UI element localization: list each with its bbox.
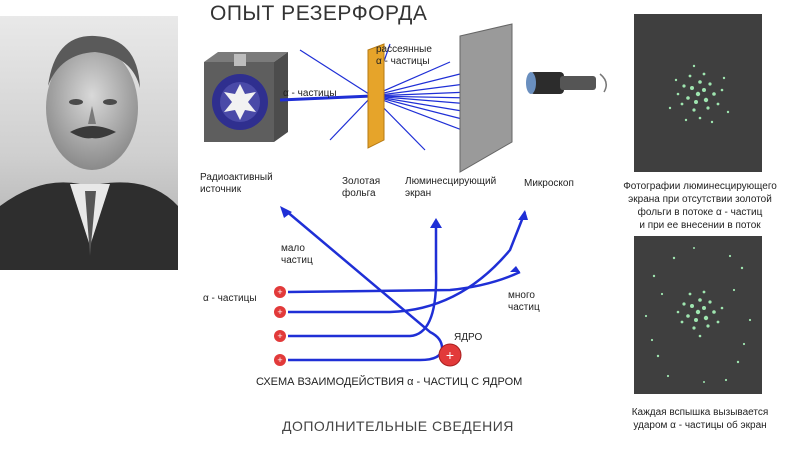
many-particles-label-line1: много [508, 290, 535, 301]
few-particles-label-line1: мало [281, 243, 305, 254]
additional-info-heading: ДОПОЛНИТЕЛЬНЫЕ СВЕДЕНИЯ [282, 418, 514, 434]
photo-without-foil [634, 14, 762, 172]
scattered-alpha-label-line2: α - частицы [376, 56, 430, 67]
nucleus: + [438, 343, 462, 367]
photo-caption-top: Фотографии люминесцирующего экрана при о… [610, 180, 790, 232]
luminescent-screen [459, 23, 513, 173]
photo-caption-bottom-line2: ударом α - частицы об экран [633, 420, 767, 431]
sparks-bottom [644, 247, 752, 383]
photo-caption-bottom-line1: Каждая вспышка вызывается [631, 407, 769, 418]
scattered-alpha-label-line1: рассеянные [376, 44, 432, 55]
gold-foil-label-line1: Золотая [342, 176, 381, 187]
source-label-line2: источник [200, 184, 242, 195]
page-title: ОПЫТ РЕЗЕРФОРДА [210, 2, 428, 25]
alpha-plus-markers: + + + + [274, 286, 286, 366]
microscope [526, 72, 607, 94]
screen-label-line2: экран [405, 188, 432, 199]
scheme-alpha-label: α - частицы [203, 293, 257, 304]
alpha-trajectories [284, 209, 527, 362]
gold-foil [367, 43, 385, 149]
plus-sign-4: + [277, 355, 282, 365]
gold-foil-label-line2: фольга [342, 188, 376, 199]
plus-sign-3: + [277, 331, 282, 341]
alpha-particles-label: α - частицы [283, 88, 337, 99]
radioactive-source [204, 52, 288, 142]
portrait-illustration [0, 35, 178, 270]
nucleus-plus: + [446, 347, 454, 363]
photo-caption-bottom: Каждая вспышка вызывается ударом α - час… [610, 406, 790, 432]
plus-sign-2: + [277, 307, 282, 317]
arrowheads [280, 206, 528, 272]
photo-caption-top-line1: Фотографии люминесцирующего [623, 181, 777, 192]
interaction-scheme: + + + + + [274, 206, 528, 367]
photo-caption-top-line3: фольги в потоке α - частиц [637, 207, 763, 218]
nucleus-label: ЯДРО [454, 332, 483, 343]
experiment-diagram [204, 23, 607, 173]
scheme-caption: СХЕМА ВЗАИМОДЕЙСТВИЯ α - ЧАСТИЦ С ЯДРОМ [256, 376, 523, 388]
sparks-top [668, 64, 730, 124]
microscope-label: Микроскоп [524, 178, 574, 189]
few-particles-label-line2: частиц [281, 255, 313, 266]
plus-sign-1: + [277, 287, 282, 297]
screen-label-line1: Люминесцирующий [405, 176, 497, 187]
source-label-line1: Радиоактивный [200, 172, 273, 183]
photo-with-foil [634, 236, 762, 394]
photo-caption-top-line4: и при ее внесении в поток [639, 220, 761, 231]
scattered-rays [299, 43, 473, 151]
many-particles-label-line2: частиц [508, 302, 540, 313]
photo-caption-top-line2: экрана при отсутствии золотой [628, 194, 772, 205]
rutherford-portrait [0, 16, 178, 270]
